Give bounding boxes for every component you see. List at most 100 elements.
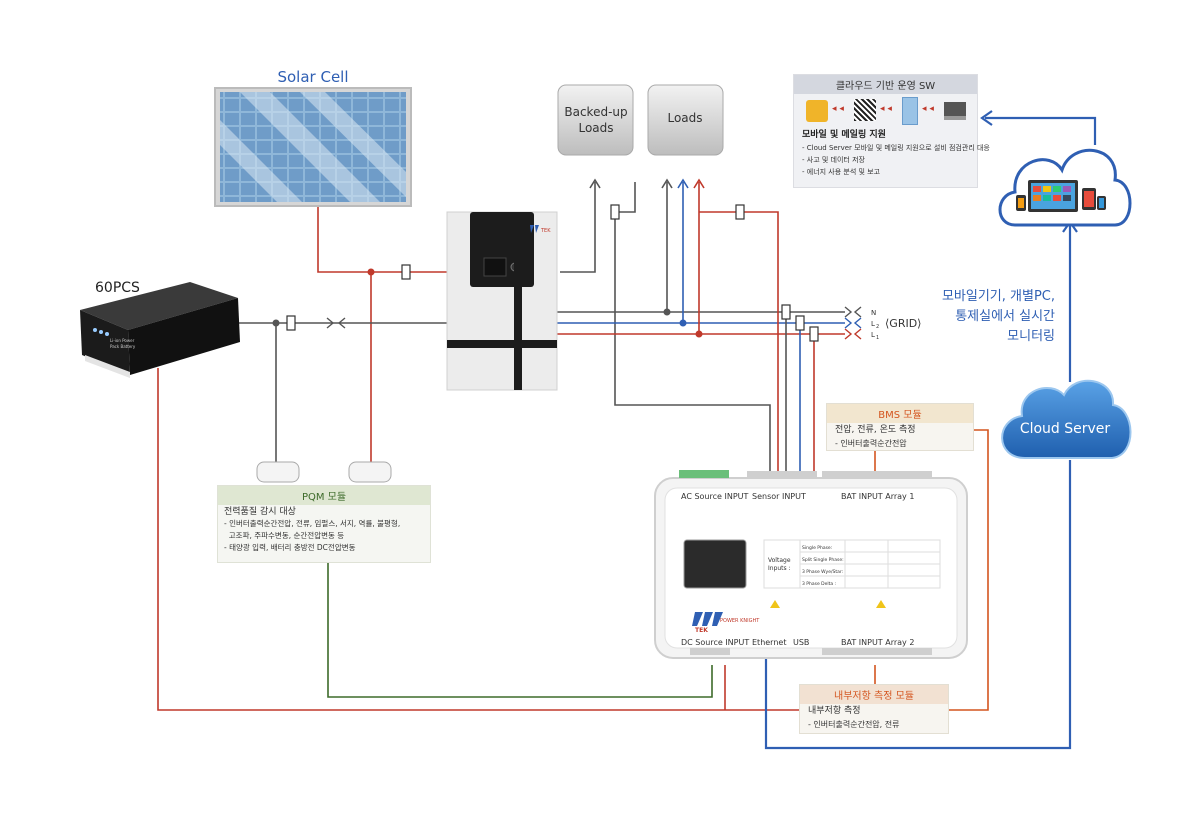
pcs-front-text-2: Pack Battery <box>110 344 136 349</box>
pcs-led-icon <box>105 332 109 336</box>
bat2-terminal <box>822 648 932 655</box>
solar-wire <box>317 205 470 465</box>
loads-junction-l2 <box>679 319 687 327</box>
loads-label: Loads <box>667 111 702 125</box>
bms-line2: - 인버터출력순간전압 <box>835 439 907 448</box>
grid-l1-sub: 1 <box>876 335 879 341</box>
pqm-item: 고조파, 주파수변동, 순간전압변동 등 <box>224 531 345 540</box>
pcs-wire <box>238 322 470 465</box>
inverter: TEK <box>446 211 558 391</box>
cloud-sw-panel: 클라우드 기반 운영 SW ◂ ◂ ◂ ◂ ◂ ◂ 모바일 및 메일링 지원 -… <box>793 74 990 188</box>
backed-up-loads: Backed-up Loads <box>557 84 634 156</box>
monitoring-line: 통제실에서 실시간 <box>955 309 1055 324</box>
load-arrows <box>589 178 705 189</box>
ac-source-label: AC Source INPUT <box>681 492 749 501</box>
pqm-section-title: 전력품질 감시 대상 <box>224 507 296 517</box>
phase-label: Split Single Phase: <box>802 557 844 563</box>
pqm-item: - 인버터출력순간전압, 전류, 임펄스, 서지, 역률, 불평형, <box>224 519 401 528</box>
pqm-wire <box>327 562 713 698</box>
current-sensors <box>286 204 819 342</box>
phase-label: 3 Phase Wye/Star: <box>802 569 843 575</box>
pcs-led-icon <box>99 330 103 334</box>
cloud-sw-icons: ◂ ◂ ◂ ◂ ◂ ◂ <box>794 94 977 128</box>
sensor-terminal <box>747 471 817 478</box>
disconnect-symbols <box>326 306 862 340</box>
grid-n-label: N <box>871 309 876 317</box>
device-logo-icon <box>692 612 723 626</box>
loads-wire <box>666 182 779 480</box>
device-screen <box>683 539 747 589</box>
device-brand-sub: POWER KNIGHT <box>720 618 760 624</box>
cloud-sw-item: - 사고 및 데이터 저장 <box>802 156 865 164</box>
qr-code-icon <box>854 99 876 121</box>
sensor-wire <box>785 312 815 480</box>
network-wire-up <box>1062 116 1097 145</box>
phase-label: Single Phase: <box>802 545 832 551</box>
cloud-sw-section-title: 모바일 및 메일링 지원 <box>802 130 886 140</box>
solar-junction <box>367 268 375 276</box>
mail-phone-icon <box>806 100 828 122</box>
sensor-label: Sensor INPUT <box>752 492 806 501</box>
pqm-panel: PQM 모듈 전력품질 감시 대상 - 인버터출력순간전압, 전류, 임펄스, … <box>217 485 431 563</box>
backed-loads-line2: Loads <box>578 121 613 135</box>
device-brand: TEK <box>695 627 708 634</box>
grid-l1-label: L <box>871 331 875 339</box>
dc-source-terminal <box>690 648 730 655</box>
dc-source-label: DC Source INPUT <box>681 638 749 647</box>
cloud-server-label: Cloud Server <box>1020 421 1111 437</box>
arrow-left-icon: ◂ ◂ <box>832 104 844 114</box>
phase-label: 3 Phase Delta : <box>802 581 836 587</box>
monitoring-device: TEK POWER KNIGHT <box>654 470 968 659</box>
cloud-sw-title: 클라우드 기반 운영 SW <box>794 75 977 94</box>
backed-loads-line1: Backed-up <box>564 105 627 119</box>
warning-icon <box>770 600 780 608</box>
building-icon <box>902 97 918 125</box>
resist-line2: - 인버터출력순간전압, 전류 <box>808 720 900 729</box>
bms-title: BMS 모듈 <box>827 404 973 423</box>
solar-panel <box>214 87 412 207</box>
cloud-devices <box>998 148 1132 227</box>
pqm-title: PQM 모듈 <box>218 486 430 505</box>
pcs-dc-wire <box>157 368 800 711</box>
laptop-icon <box>944 102 966 120</box>
grid-label: ⟨GRID⟩ <box>885 317 921 330</box>
solar-label: Solar Cell <box>277 68 348 86</box>
inverter-logo-icon <box>530 225 539 233</box>
pcs-label: 60PCS <box>95 280 140 296</box>
pqm-clamps <box>256 461 392 483</box>
bat2-label: BAT INPUT Array 2 <box>841 638 914 647</box>
arrow-left-icon: ◂ ◂ <box>922 104 934 114</box>
bms-line1: 전압, 전류, 온도 측정 <box>835 425 916 435</box>
ac-source-terminal <box>679 470 729 478</box>
resist-line1: 내부저항 측정 <box>808 706 861 716</box>
pcs-front-text-1: Li-ion Power <box>110 338 135 343</box>
backed-loads-wire <box>560 182 771 480</box>
loads-junction-l1 <box>695 330 703 338</box>
loads: Loads <box>647 84 724 156</box>
grid-l2-sub: 2 <box>876 324 879 330</box>
grid-l2-label: L <box>871 320 875 328</box>
resist-panel: 내부저항 측정 모듈 내부저항 측정 - 인버터출력순간전압, 전류 <box>799 684 949 734</box>
cloud-sw-item: - Cloud Server 모바일 및 메일링 지원으로 설비 점검관리 대응 <box>802 144 990 152</box>
pcs-battery: Li-ion Power Pack Battery <box>80 282 240 378</box>
voltage-inputs-line2: Inputs : <box>768 565 791 572</box>
bat1-terminal <box>822 471 932 478</box>
pqm-item: - 태양광 입력, 배터리 충방전 DC전압변동 <box>224 543 356 552</box>
voltage-inputs-line1: Voltage <box>768 557 791 564</box>
usb-label: USB <box>793 638 809 647</box>
warning-icon <box>876 600 886 608</box>
ethernet-label: Ethernet <box>752 638 786 647</box>
inverter-brand: TEK <box>540 228 551 234</box>
arrow-left-icon: ◂ ◂ <box>880 104 892 114</box>
cloud-sw-item: - 에너지 사용 분석 및 보고 <box>802 168 881 176</box>
pcs-junction <box>272 319 280 327</box>
loads-junction-n <box>663 308 671 316</box>
bat1-label: BAT INPUT Array 1 <box>841 492 914 501</box>
resist-title: 내부저항 측정 모듈 <box>800 685 948 704</box>
bms-panel: BMS 모듈 전압, 전류, 온도 측정 - 인버터출력순간전압 <box>826 403 974 451</box>
monitoring-line: 모니터링 <box>1007 329 1055 344</box>
pcs-led-icon <box>93 328 97 332</box>
cloud-server <box>1001 379 1132 459</box>
monitoring-line: 모바일기기, 개별PC, <box>942 289 1055 304</box>
